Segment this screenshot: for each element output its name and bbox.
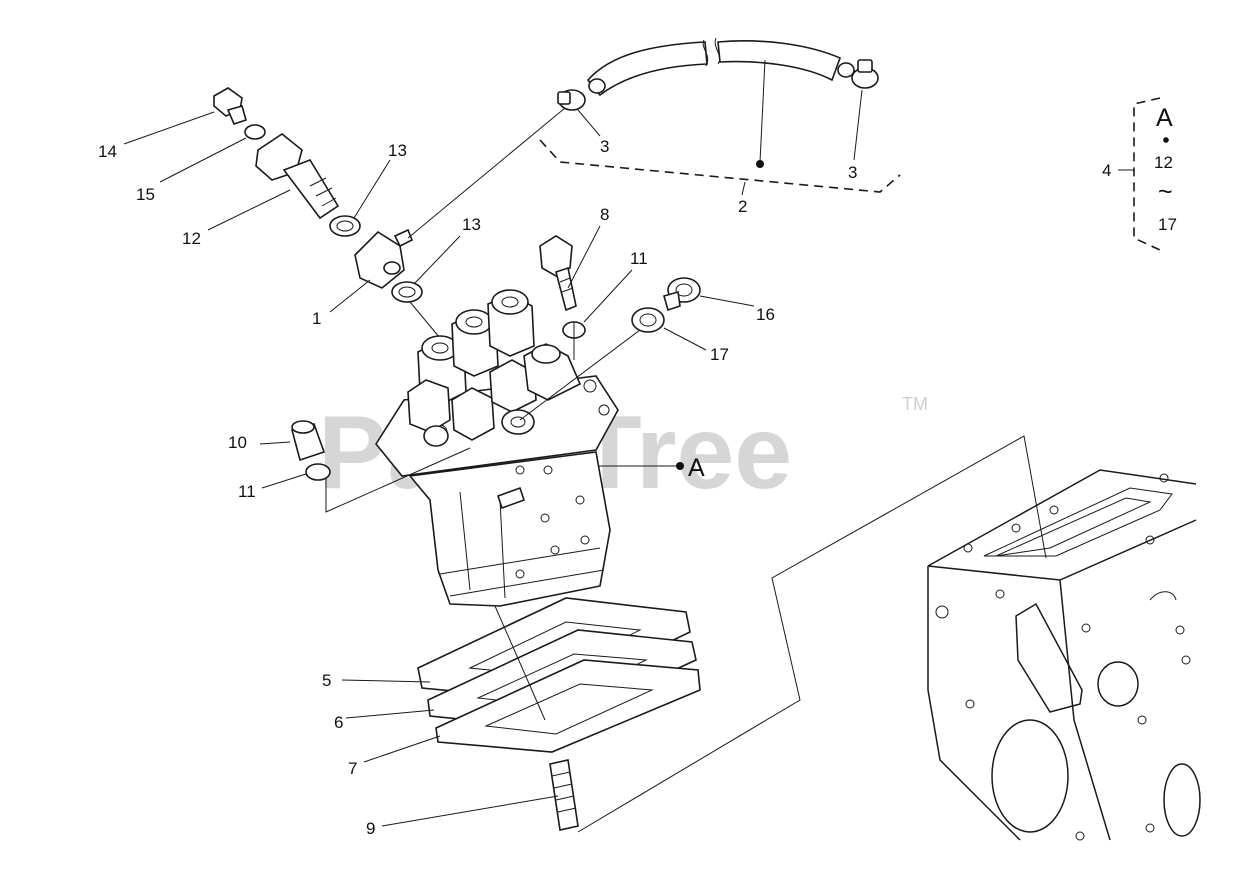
hose-assembly-bracket	[539, 139, 901, 193]
leader-lines	[123, 89, 863, 827]
callout-11-lower: 11	[238, 482, 256, 501]
plug-16	[663, 277, 701, 312]
hollow-bolt-12	[255, 133, 340, 220]
ref-a-dot	[676, 462, 684, 470]
legend-dot	[1163, 137, 1169, 143]
legend-from: 12	[1154, 153, 1173, 172]
callout-8: 8	[600, 205, 609, 224]
callout-16: 16	[756, 305, 775, 324]
washer-13-upper	[329, 215, 361, 237]
callout-12: 12	[182, 229, 201, 248]
engine-block	[927, 469, 1201, 841]
callout-13-lower: 13	[462, 215, 481, 234]
screw-8	[539, 235, 577, 312]
injection-pump-body	[375, 289, 619, 607]
callout-14: 14	[98, 142, 117, 161]
callout-10: 10	[228, 433, 247, 452]
legend-bracket	[1133, 97, 1161, 251]
callout-6: 6	[334, 713, 343, 732]
callout-15: 15	[136, 185, 155, 204]
callout-3-left: 3	[600, 137, 609, 156]
callout-3-right: 3	[848, 163, 857, 182]
legend-to: 17	[1158, 215, 1177, 234]
gasket-7	[435, 659, 701, 753]
callout-2: 2	[738, 197, 747, 216]
banjo-bolt-14	[213, 87, 247, 125]
washer-11-lower	[305, 463, 331, 481]
washer-13-lower	[391, 281, 423, 303]
callout-11-upper: 11	[630, 249, 648, 268]
callout-13-upper: 13	[388, 141, 407, 160]
callout-17: 17	[710, 345, 729, 364]
washer-15	[244, 124, 266, 140]
banjo-fitting-1	[354, 228, 414, 289]
fuel-hose	[586, 37, 842, 97]
callout-9: 9	[366, 819, 375, 838]
washer-17	[631, 307, 665, 333]
stud-9	[549, 759, 579, 831]
callout-5: 5	[322, 671, 331, 690]
hose-clamp-right	[837, 59, 879, 89]
hose-clamp-left	[557, 78, 606, 111]
legend-range-symbol: ~	[1158, 178, 1173, 206]
callout-4: 4	[1102, 161, 1111, 180]
watermark-trademark: TM	[902, 394, 928, 414]
sleeve-10	[291, 420, 326, 462]
ref-a-label: A	[688, 454, 705, 482]
callout-7: 7	[348, 759, 357, 778]
callout-1: 1	[312, 309, 321, 328]
legend-letter: A	[1156, 104, 1173, 132]
